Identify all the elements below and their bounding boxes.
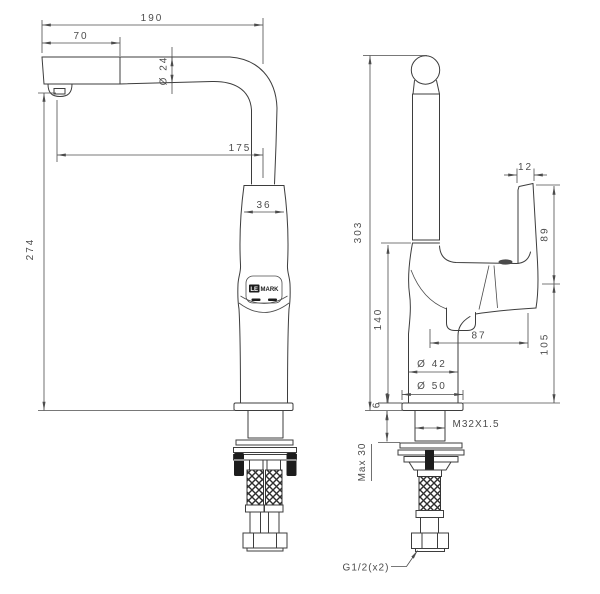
front-view: LE MARK [25,13,297,552]
dim-head-length-text: 70 [73,31,88,42]
mount-bolt-right [286,453,297,476]
brand-logo-box [249,284,260,293]
dim-lever-reach-text: 87 [471,331,486,342]
spout-end-circle [410,55,441,85]
hose-nut-side [411,532,449,549]
dim-outlet-height: 274 [25,92,234,411]
dim-mount-thread-text: M32X1.5 [452,419,499,430]
dim-head-length: 70 [42,31,121,56]
dim-max-deck-thickness-text: Max 30 [357,443,368,482]
brand-logo-text: MARK [261,287,280,293]
dim-body-top-height-text: 140 [373,308,384,331]
brand-logo: LE MARK [249,284,280,301]
label-supply-connection: G1/2(x2) [343,550,418,574]
braided-hose-left [246,469,264,506]
dim-lever-height-text: 89 [540,226,551,241]
handle-set-screw [498,259,513,265]
brand-logo-box-text: LE [250,287,258,293]
dim-base-plate-height-text: 6 [372,401,383,409]
dim-lever-thickness: 12 [504,162,547,183]
label-supply-connection-text: G1/2(x2) [343,563,390,574]
braided-hose-side [418,476,441,511]
dim-body-diameter: Ø 42 [408,359,458,374]
side-handle-lever [478,183,539,310]
front-base-and-hardware [233,402,297,552]
dim-spout-diameter-text: Ø 24 [159,56,170,86]
dim-base-diameter: Ø 50 [401,381,464,400]
mount-bolt-left [234,453,244,476]
dim-spout-length-text: 190 [141,13,164,24]
front-spout-outline [41,56,278,185]
side-base-and-hardware [397,402,465,552]
dim-spout-reach: 175 [56,100,264,178]
hose-nut-front [242,532,288,549]
dim-spout-length: 190 [41,13,264,64]
dim-body-diameter-text: Ø 42 [417,359,447,370]
front-aerator [47,83,73,97]
dim-base-diameter-text: Ø 50 [417,381,447,392]
dim-total-height: 303 [353,55,427,411]
dim-body-top-height: 140 [373,242,411,404]
dim-lever-thickness-text: 12 [518,162,533,173]
dim-spout-diameter: Ø 24 [159,47,174,94]
dim-spout-reach-text: 175 [229,143,252,154]
dim-max-deck-thickness: Max 30 [357,411,400,481]
dim-body-width-text: 36 [256,200,271,211]
front-body-outline [237,185,291,404]
dim-pivot-height-text: 105 [540,333,551,356]
side-spout-outline [410,55,441,244]
mount-stud [425,450,434,473]
logo-dash-right [268,298,277,301]
dim-pivot-height: 105 [463,284,560,404]
dim-outlet-height-text: 274 [25,238,36,261]
dim-lever-height: 89 [536,184,560,285]
side-body-outline [408,242,537,404]
dim-total-height-text: 303 [353,221,364,244]
logo-dash-left [251,298,261,301]
braided-hose-right [265,469,283,506]
dim-body-width: 36 [244,200,284,214]
side-view: 12 303 89 105 140 87 [343,55,560,574]
dim-mount-thread: M32X1.5 [415,419,499,430]
dim-lever-reach: 87 [429,313,529,348]
